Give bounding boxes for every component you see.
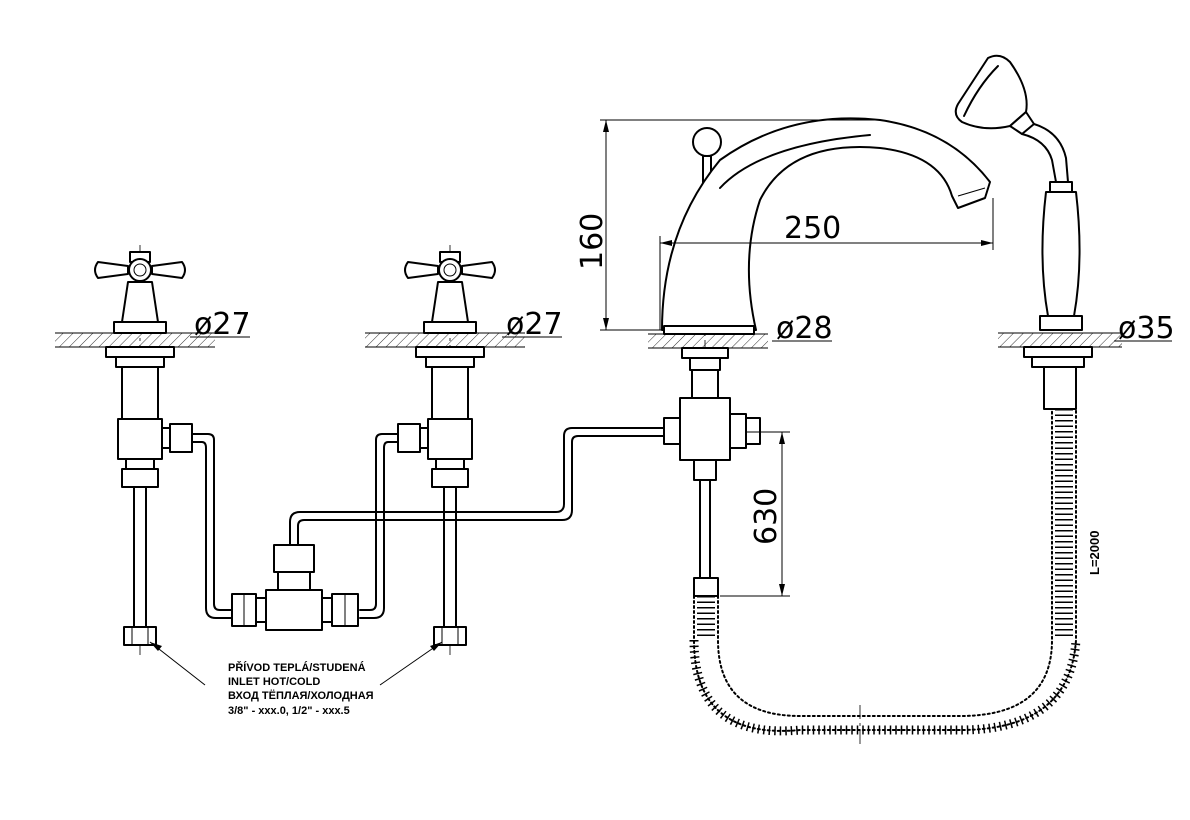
connecting-pipes (191, 427, 665, 619)
hose-length-label: L=2000 (1087, 531, 1102, 575)
note-line-1: PŘÍVOD TEPLÁ/STUDENÁ (228, 661, 366, 674)
hand-shower: ø35 (954, 54, 1175, 410)
spout: ø28 (648, 117, 991, 597)
left-valve: ø27 (55, 245, 251, 655)
dimension-lines: 160 250 630 (575, 119, 994, 597)
note-line-2: INLET HOT/COLD (228, 676, 320, 688)
mixing-tee (231, 544, 359, 631)
shower-diameter-label: ø35 (1118, 311, 1175, 346)
valve-left-diameter-label: ø27 (194, 307, 251, 342)
spout-reach-label: 250 (784, 211, 841, 246)
inlet-note: PŘÍVOD TEPLÁ/STUDENÁ INLET HOT/COLD ВХОД… (149, 641, 443, 717)
spout-height-label: 160 (575, 213, 610, 270)
valve-right-diameter-label: ø27 (506, 307, 563, 342)
spout-diameter-label: ø28 (776, 311, 833, 346)
inlet-length-label: 630 (749, 488, 784, 545)
right-valve: ø27 (365, 245, 563, 655)
shower-hose: L=2000 (689, 408, 1102, 745)
note-line-3: ВХОД ТЁПЛАЯ/ХОЛОДНАЯ (228, 689, 374, 702)
note-line-4: 3/8" - xxx.0, 1/2" - xxx.5 (228, 705, 350, 717)
